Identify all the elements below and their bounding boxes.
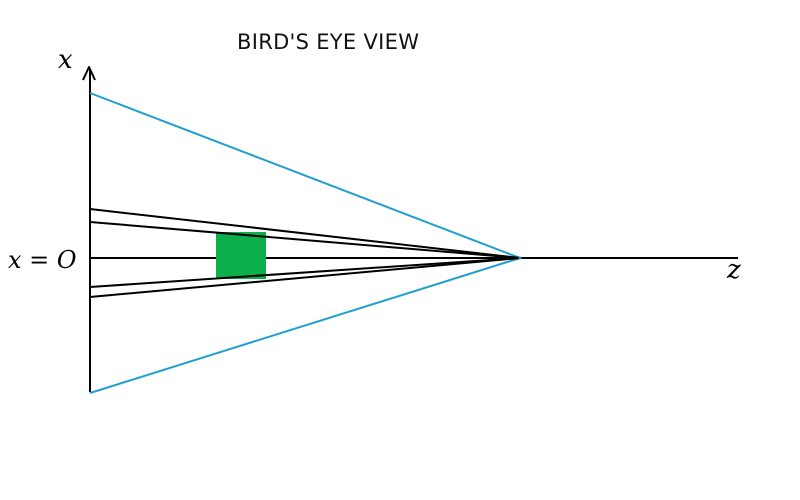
x-axis-label: x <box>58 45 73 75</box>
x-axis-arrowhead <box>82 66 96 81</box>
origin-line-label: x = O <box>8 246 77 274</box>
lower-outer-ray <box>89 257 521 298</box>
object-rectangle <box>216 232 266 279</box>
z-axis-label: z <box>726 255 741 285</box>
frustum-lower-edge <box>89 257 521 394</box>
frustum-upper-edge <box>89 92 521 259</box>
apex-point <box>518 256 522 260</box>
lower-inner-ray <box>89 257 521 288</box>
upper-outer-ray <box>89 208 521 259</box>
upper-inner-ray <box>89 221 521 259</box>
diagram-title: BIRD'S EYE VIEW <box>237 30 419 54</box>
